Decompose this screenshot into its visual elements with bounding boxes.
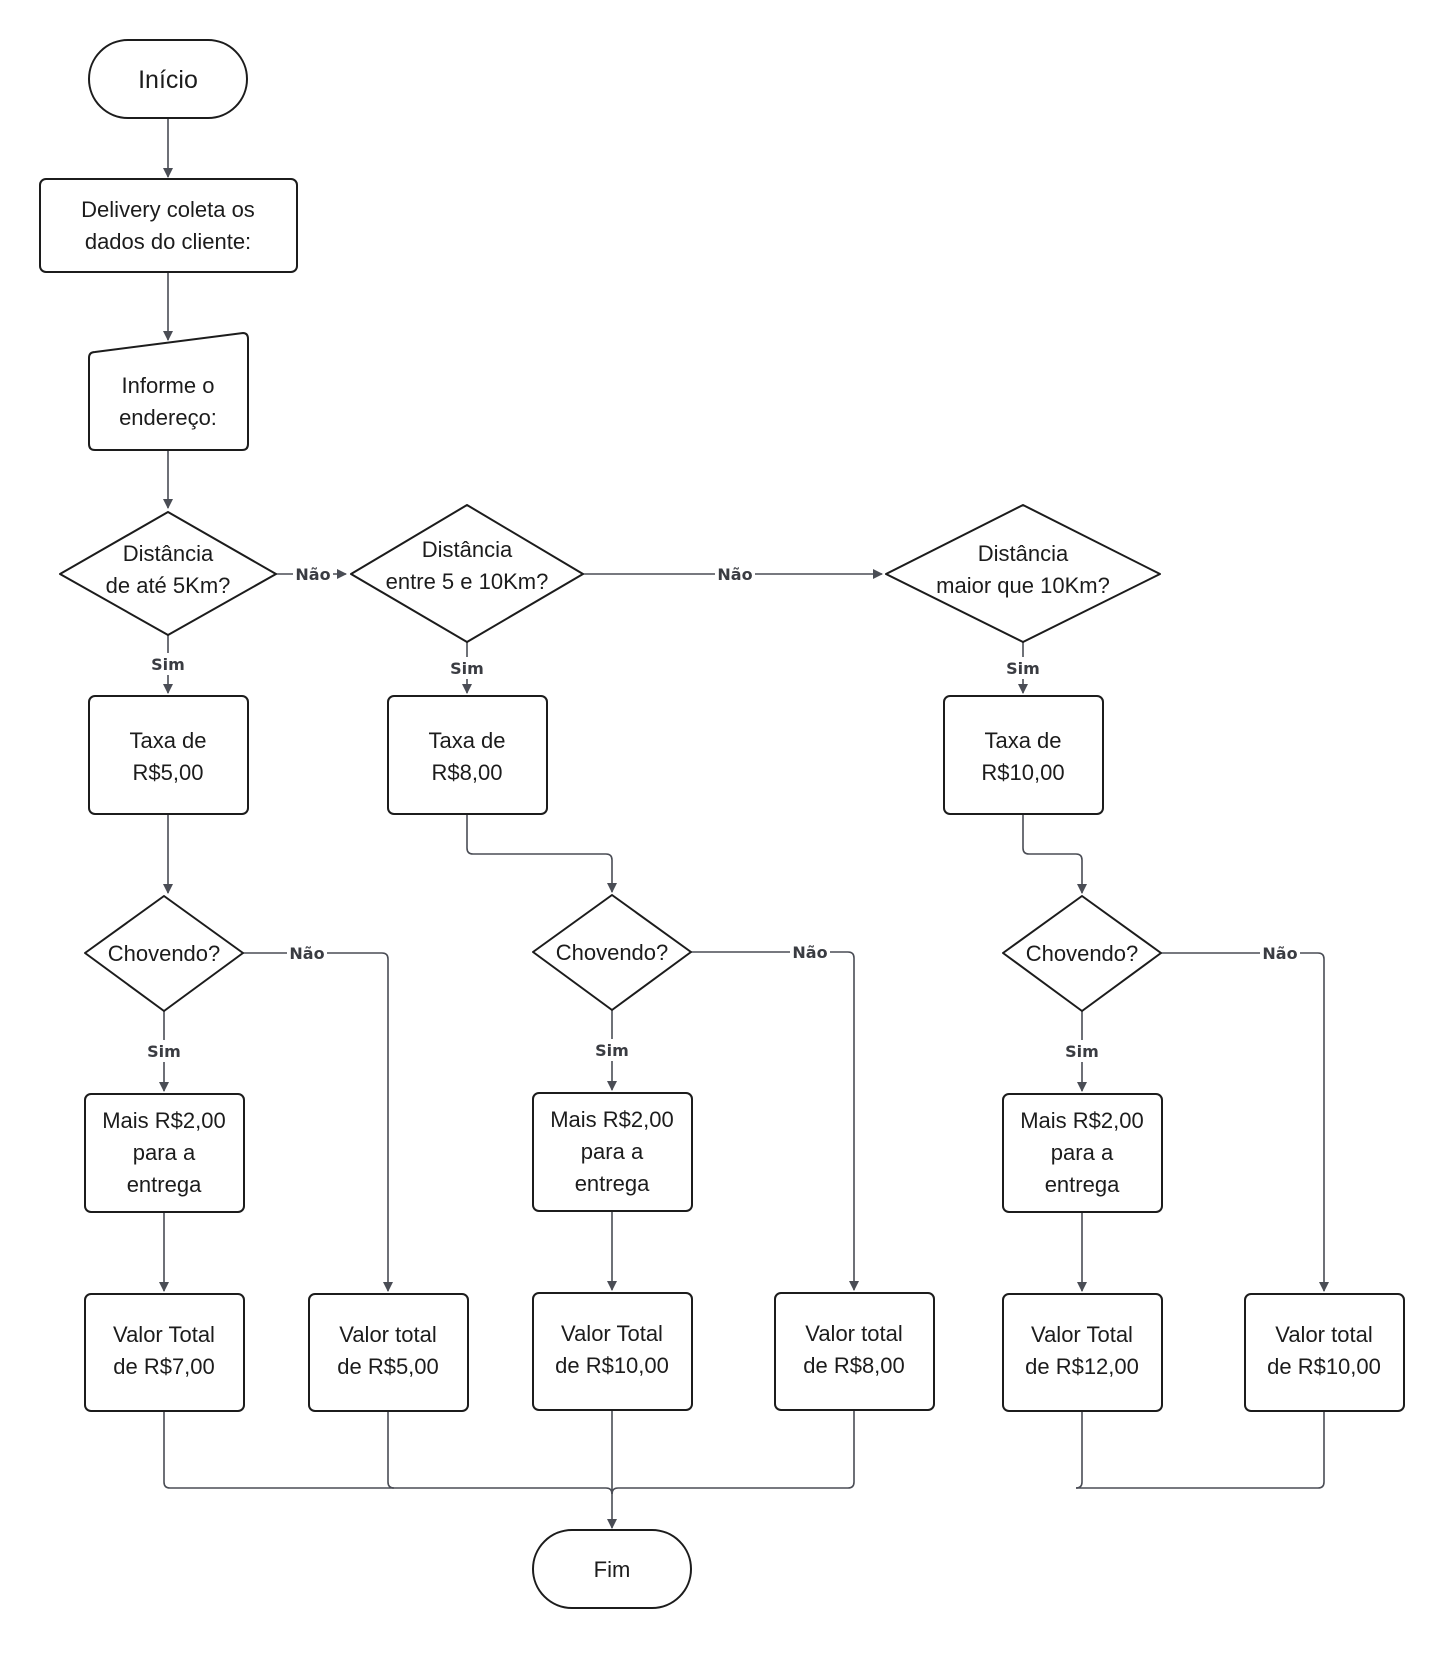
edge-labels: Não Não Sim Sim Sim Não Não Não Sim Sim … — [144, 563, 1300, 1062]
node-inicio: Início — [88, 39, 248, 119]
node-chov3-label: Chovendo? — [1026, 941, 1139, 966]
edge-merge-curve-left — [605, 1487, 613, 1495]
node-coleta: Delivery coleta os dados do cliente: — [39, 178, 298, 273]
node-coleta-line-1: Delivery coleta os — [81, 197, 255, 222]
edge-label-sim-3: Sim — [1006, 659, 1040, 678]
node-mais2-line-2: para a — [581, 1139, 644, 1164]
node-taxa1: Taxa de R$5,00 — [88, 695, 249, 815]
node-decision-chov3: Chovendo? — [1002, 895, 1162, 1012]
node-total1s-line-1: Valor Total — [113, 1322, 215, 1347]
node-total2s: Valor Total de R$10,00 — [532, 1292, 693, 1411]
edge-total3s-fim — [1075, 1411, 1083, 1489]
node-endereco-line-2: endereço: — [119, 405, 217, 430]
node-taxa1-line-1: Taxa de — [129, 728, 206, 753]
node-decision-chov2: Chovendo? — [532, 894, 692, 1011]
node-total3n: Valor total de R$10,00 — [1244, 1293, 1405, 1412]
node-dist3-line-2: maior que 10Km? — [936, 573, 1110, 598]
node-total2n-line-1: Valor total — [805, 1321, 902, 1346]
edge-chov3-total3n — [1161, 952, 1329, 1292]
node-mais2-line-3: entrega — [575, 1171, 650, 1196]
node-taxa3: Taxa de R$10,00 — [943, 695, 1104, 815]
node-mais1: Mais R$2,00 para a entrega — [84, 1093, 245, 1213]
edge-taxa2-chov2 — [466, 814, 617, 893]
node-decision-dist1: Distância de até 5Km? — [59, 511, 277, 636]
edge-merge-curve-right — [611, 1487, 619, 1495]
node-total2n-line-2: de R$8,00 — [803, 1353, 905, 1378]
node-chov1-label: Chovendo? — [108, 941, 221, 966]
edge-label-sim-2: Sim — [450, 659, 484, 678]
node-total3n-line-2: de R$10,00 — [1267, 1354, 1381, 1379]
edge-label-nao-chov1: Não — [289, 944, 324, 963]
edge-taxa3-chov3 — [1022, 814, 1087, 894]
node-endereco: Informe o endereço: — [88, 331, 249, 451]
edge-label-nao-1: Não — [295, 565, 330, 584]
node-total1n-line-2: de R$5,00 — [337, 1354, 439, 1379]
node-dist1-line-1: Distância — [123, 541, 214, 566]
node-taxa2-line-2: R$8,00 — [432, 760, 503, 785]
node-total1s-line-2: de R$7,00 — [113, 1354, 215, 1379]
node-mais1-line-1: Mais R$2,00 — [102, 1108, 226, 1133]
edge-label-sim-chov1: Sim — [147, 1042, 181, 1061]
node-mais3-line-2: para a — [1051, 1140, 1114, 1165]
node-dist3-line-1: Distância — [978, 541, 1069, 566]
node-total2n: Valor total de R$8,00 — [774, 1292, 935, 1411]
edge-label-sim-1: Sim — [151, 655, 185, 674]
node-dist2-line-1: Distância — [422, 537, 513, 562]
node-total1n-line-1: Valor total — [339, 1322, 436, 1347]
node-chov2-label: Chovendo? — [556, 940, 669, 965]
node-total3s-line-1: Valor Total — [1031, 1322, 1133, 1347]
node-taxa3-line-1: Taxa de — [984, 728, 1061, 753]
node-decision-chov1: Chovendo? — [84, 895, 244, 1012]
node-coleta-line-2: dados do cliente: — [85, 229, 251, 254]
edge-label-nao-2: Não — [717, 565, 752, 584]
node-mais3-line-1: Mais R$2,00 — [1020, 1108, 1144, 1133]
node-taxa2: Taxa de R$8,00 — [387, 695, 548, 815]
node-dist1-line-2: de até 5Km? — [106, 573, 231, 598]
node-dist2-line-2: entre 5 e 10Km? — [386, 569, 549, 594]
node-decision-dist2: Distância entre 5 e 10Km? — [350, 504, 584, 643]
node-total3n-line-1: Valor total — [1275, 1322, 1372, 1347]
edge-chov1-total1n — [243, 952, 393, 1292]
node-mais1-line-3: entrega — [127, 1172, 202, 1197]
node-mais3-line-3: entrega — [1045, 1172, 1120, 1197]
edge-label-sim-chov3: Sim — [1065, 1042, 1099, 1061]
node-taxa1-line-2: R$5,00 — [133, 760, 204, 785]
edge-total2n-fim — [618, 1410, 855, 1489]
node-total3s: Valor Total de R$12,00 — [1002, 1293, 1163, 1412]
edge-label-sim-chov2: Sim — [595, 1041, 629, 1060]
node-mais1-line-2: para a — [133, 1140, 196, 1165]
node-total1s: Valor Total de R$7,00 — [84, 1293, 245, 1412]
node-taxa2-line-1: Taxa de — [428, 728, 505, 753]
node-total2s-line-2: de R$10,00 — [555, 1353, 669, 1378]
edge-label-nao-chov2: Não — [792, 943, 827, 962]
edge-total1n-fim — [387, 1411, 395, 1489]
node-total2s-line-1: Valor Total — [561, 1321, 663, 1346]
node-endereco-line-1: Informe o — [122, 373, 215, 398]
node-inicio-label: Início — [138, 66, 198, 94]
node-mais3: Mais R$2,00 para a entrega — [1002, 1093, 1163, 1213]
edge-chov2-total2n — [691, 951, 859, 1291]
edge-total1s-fim — [163, 1411, 606, 1489]
node-taxa3-line-2: R$10,00 — [981, 760, 1064, 785]
node-mais2-line-1: Mais R$2,00 — [550, 1107, 674, 1132]
edge-label-nao-chov3: Não — [1262, 944, 1297, 963]
node-fim: Fim — [532, 1529, 692, 1609]
node-mais2: Mais R$2,00 para a entrega — [532, 1092, 693, 1212]
node-decision-dist3: Distância maior que 10Km? — [885, 504, 1161, 643]
node-fim-label: Fim — [594, 1557, 631, 1582]
node-total3s-line-2: de R$12,00 — [1025, 1354, 1139, 1379]
node-total1n: Valor total de R$5,00 — [308, 1293, 469, 1412]
edge-total3n-fim — [1076, 1411, 1325, 1489]
